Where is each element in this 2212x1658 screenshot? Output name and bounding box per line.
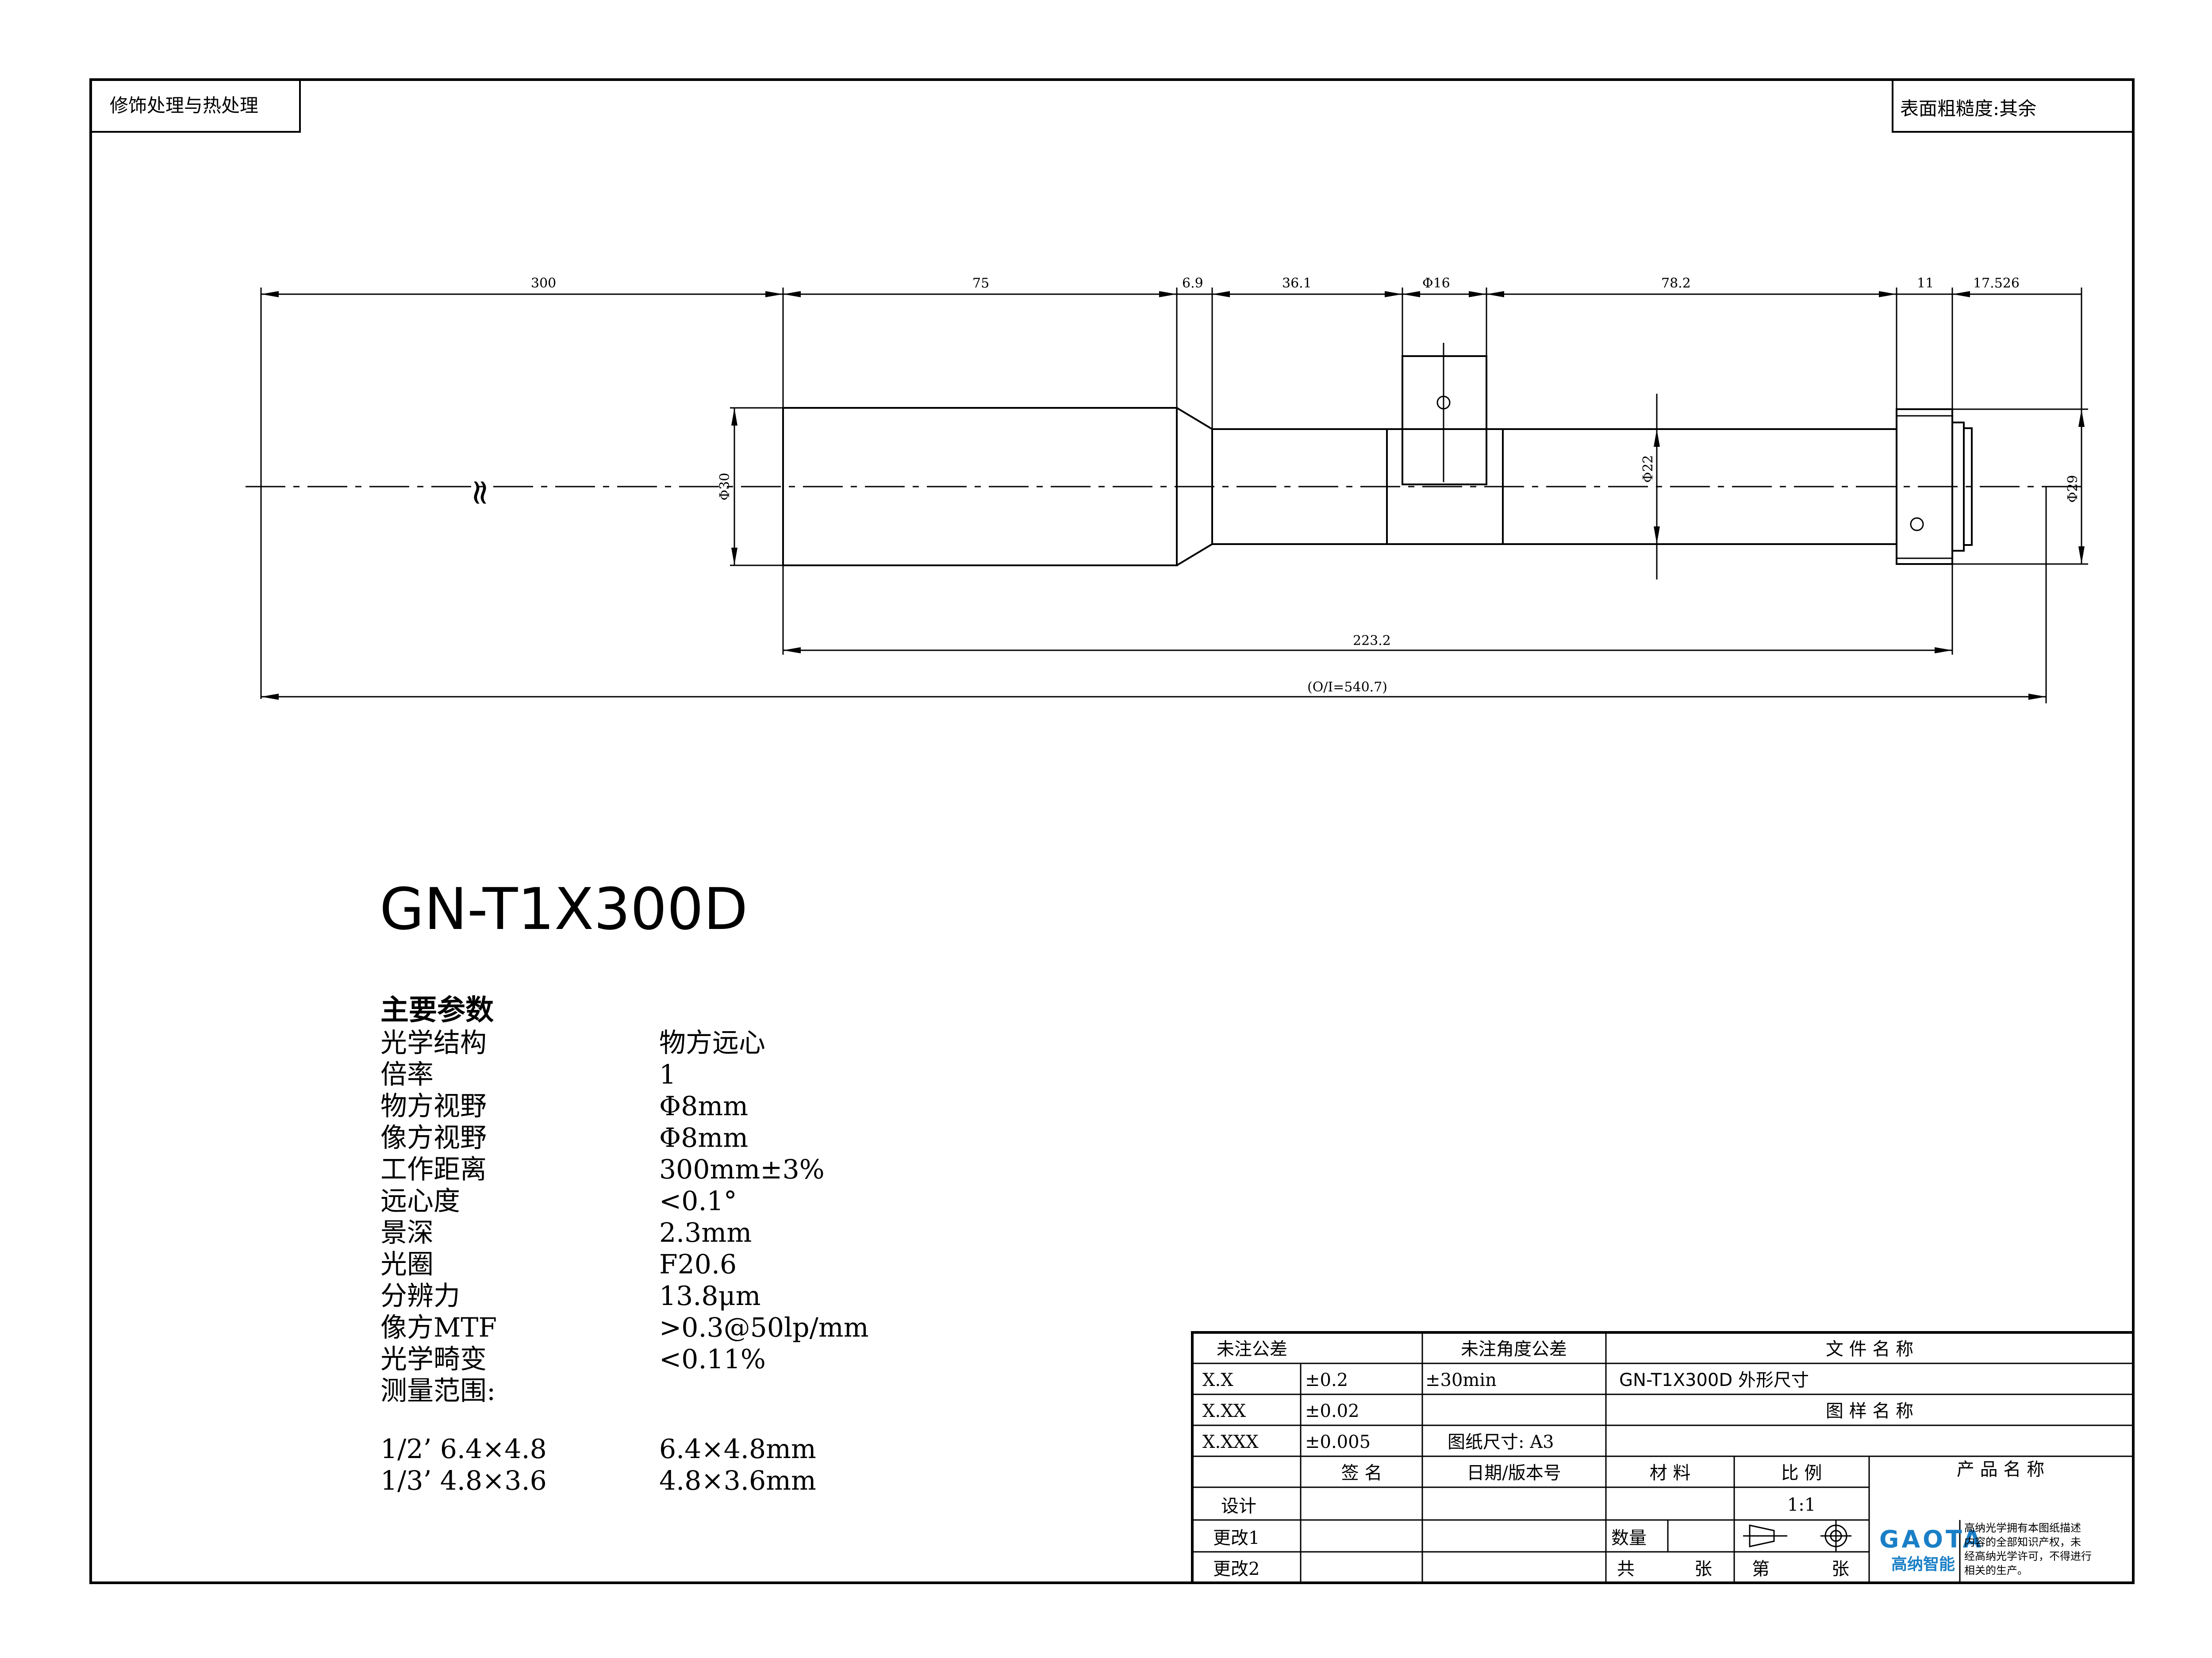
product-name-header: 产 品 名 称	[1957, 1459, 2044, 1480]
param-label: 测量范围:	[380, 1376, 495, 1407]
param-label: 像方视野	[380, 1123, 487, 1154]
logo-text: GAOTA	[1879, 1525, 1984, 1553]
dim-75: 75	[972, 276, 989, 291]
tol-val-3: ±0.005	[1305, 1432, 1371, 1452]
angle-tol-value: ±30min	[1425, 1370, 1497, 1390]
param-value: 300mm±3%	[659, 1154, 825, 1185]
param-label: 分辨力	[380, 1281, 460, 1312]
copyright-line: 经高纳光学许可，不得进行	[1964, 1550, 2092, 1562]
tol-val-1: ±0.2	[1305, 1370, 1348, 1390]
front-barrel	[782, 407, 1178, 566]
dim-11: 11	[1917, 276, 1934, 291]
bottom-dimensions: 223.2 (O/I=540.7)	[261, 487, 2047, 703]
dim-300: 300	[531, 276, 556, 291]
param-label: 工作距离	[380, 1154, 487, 1185]
tol-key-2: X.XX	[1202, 1401, 1246, 1421]
title-block: 未注公差 未注角度公差 文 件 名 称 X.X ±0.2 X.XX ±0.02 …	[1191, 1331, 2135, 1584]
scale-header: 比 例	[1781, 1463, 1822, 1483]
logo-cn: 高纳智能	[1891, 1555, 1955, 1574]
roughness-label: 表面粗糙度:其余	[1900, 98, 2036, 119]
dim-17-526: 17.526	[1973, 276, 2020, 291]
rear-flange-inner	[1963, 427, 1973, 546]
tol-key-1: X.X	[1202, 1370, 1233, 1390]
param-label: 光学畸变	[380, 1344, 487, 1375]
param-label: 景深	[380, 1217, 434, 1248]
cap-screw-icon	[1910, 517, 1924, 531]
roughness-box: 表面粗糙度:其余	[1892, 80, 2133, 133]
param-label: 像方MTF	[380, 1313, 497, 1343]
dim-36-1: 36.1	[1282, 276, 1312, 291]
dim-phi22: Φ22	[1640, 455, 1656, 483]
company-logo: GAOTA 高纳智能	[1879, 1525, 1984, 1574]
param-value: 13.8μm	[659, 1281, 760, 1312]
total-sheets-label: 共	[1617, 1559, 1635, 1579]
copyright-line: 内容的全部知识产权，未	[1964, 1536, 2081, 1548]
treatment-box: 修饰处理与热处理	[91, 80, 301, 133]
dim-total: (O/I=540.7)	[1307, 679, 1387, 695]
params-heading: 主要参数	[380, 994, 494, 1027]
paper-size: 图纸尺寸: A3	[1448, 1432, 1554, 1452]
dim-phi30: Φ30	[717, 473, 733, 501]
model-title: GN-T1X300D	[380, 875, 748, 943]
tol-val-2: ±0.02	[1305, 1401, 1359, 1421]
param-label: 光学结构	[380, 1028, 487, 1059]
material-header: 材 料	[1650, 1463, 1691, 1483]
design-label: 设计	[1221, 1496, 1256, 1516]
copyright-line: 高纳光学拥有本图纸描述	[1964, 1522, 2081, 1534]
adjust-ring	[1402, 355, 1487, 485]
copyright-note: 高纳光学拥有本图纸描述 内容的全部知识产权，未 经高纳光学许可，不得进行 相关的…	[1964, 1522, 2092, 1577]
param-value: F20.6	[659, 1249, 737, 1280]
diameter-dimensions: Φ30 Φ22 Φ29	[717, 394, 2088, 580]
sheet-no-label: 第	[1752, 1559, 1770, 1579]
param-value: <0.1°	[659, 1186, 737, 1217]
break-mark: ≈	[461, 478, 502, 507]
lens-drawing: ≈	[246, 276, 2088, 703]
range-label: 1/2’ 6.4×4.8	[380, 1434, 547, 1465]
param-value: >0.3@50lp/mm	[659, 1313, 869, 1343]
range-value: 4.8×3.6mm	[659, 1466, 816, 1497]
dim-phi16: Φ16	[1422, 276, 1450, 291]
param-value: <0.11%	[659, 1344, 766, 1375]
param-value: Φ8mm	[659, 1123, 748, 1154]
tol-key-3: X.XXX	[1202, 1432, 1259, 1452]
outer-frame	[89, 78, 2135, 1584]
copyright-line: 相关的生产。	[1964, 1564, 2028, 1577]
dim-phi29: Φ29	[2065, 475, 2081, 503]
change1-label: 更改1	[1213, 1528, 1260, 1548]
top-dimensions: 300 75 6.9 36.1 Φ16 78.2 11 17.526	[260, 276, 2082, 699]
param-label: 倍率	[380, 1059, 434, 1090]
param-value: Φ8mm	[659, 1091, 748, 1122]
quantity-label: 数量	[1611, 1528, 1647, 1548]
file-name-value: GN-T1X300D 外形尺寸	[1619, 1370, 1809, 1390]
param-value: 2.3mm	[659, 1217, 752, 1248]
file-name-header: 文 件 名 称	[1826, 1339, 1913, 1359]
treatment-label: 修饰处理与热处理	[110, 95, 258, 116]
range-label: 1/3’ 4.8×3.6	[380, 1466, 547, 1497]
sheet-unit-1: 张	[1694, 1559, 1712, 1579]
param-label: 远心度	[380, 1186, 460, 1217]
sign-header: 签 名	[1341, 1463, 1382, 1483]
angle-tol-header: 未注角度公差	[1461, 1339, 1567, 1359]
param-label: 物方视野	[380, 1091, 487, 1122]
param-label: 光圈	[380, 1249, 434, 1280]
date-version-header: 日期/版本号	[1467, 1463, 1561, 1483]
scale-value: 1:1	[1787, 1495, 1816, 1515]
dim-6-9: 6.9	[1182, 276, 1203, 291]
tol-header: 未注公差	[1217, 1339, 1287, 1359]
param-value: 1	[659, 1059, 676, 1090]
dim-78-2: 78.2	[1661, 276, 1691, 291]
sheet-unit-2: 张	[1832, 1559, 1849, 1579]
dim-223-2: 223.2	[1353, 633, 1391, 649]
drawing-name-header: 图 样 名 称	[1826, 1401, 1913, 1421]
param-value: 物方远心	[659, 1028, 765, 1059]
range-value: 6.4×4.8mm	[659, 1434, 816, 1465]
change2-label: 更改2	[1213, 1559, 1260, 1579]
projection-symbol-icon	[1743, 1520, 1851, 1551]
